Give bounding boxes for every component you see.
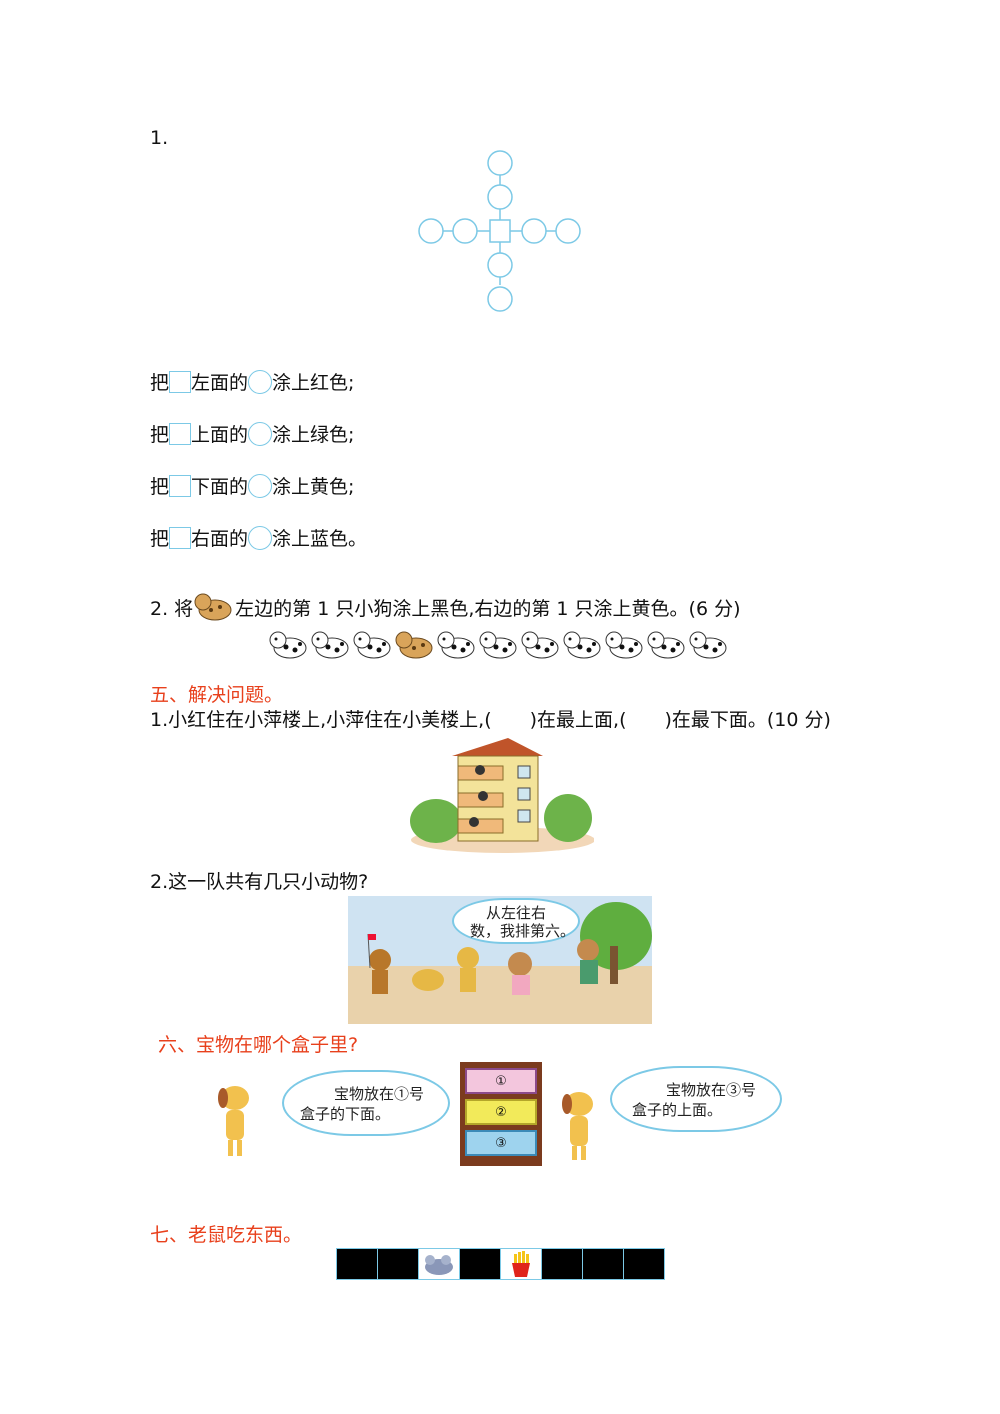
grid-cell [377,1248,419,1280]
square-icon [169,422,192,445]
spotted-dog-icon [689,631,727,659]
circle-left-1 [418,218,444,244]
circle-top-2 [487,184,513,210]
spotted-dog-icon [311,631,349,659]
food-cell [500,1248,542,1280]
grid-cell [541,1248,583,1280]
square-icon [169,526,192,549]
circle-bottom-1 [487,252,513,278]
speech-bubble-right: 宝物放在③号 盒子的上面。 [610,1066,782,1132]
mouse-cell [418,1248,460,1280]
circle-right-2 [555,218,581,244]
cross-diagram [418,150,581,312]
section-7-title: 七、老鼠吃东西。 [150,1224,303,1246]
speech-bubble-six: 从左往右 数，我排第六。 [452,898,580,944]
section-5-title: 五、解决问题。 [150,684,284,706]
speech-bubble-left: 宝物放在①号 盒子的下面。 [282,1070,450,1136]
box-3: ③ [465,1130,537,1156]
shelf: ① ② ③ [460,1062,542,1166]
square-icon [169,370,192,393]
item-number-1: 1. [150,127,169,149]
circle-top-1 [487,150,513,176]
coloring-line-3: 把下面的涂上黄色; [150,472,354,499]
circle-right-1 [521,218,547,244]
spotted-dog-icon [521,631,559,659]
brown-dog-icon [395,631,433,659]
apartment-building-picture [410,738,594,853]
mouse-icon [425,1255,453,1275]
grid-cell [623,1248,665,1280]
dog-left-icon [218,1086,249,1156]
dog-row [268,626,730,662]
spotted-dog-icon [437,631,475,659]
coloring-line-4: 把右面的涂上蓝色。 [150,524,367,551]
grid-cell [336,1248,378,1280]
circle-bottom-2 [487,286,513,312]
dog-right-icon [562,1092,593,1160]
brown-dog-icon [194,593,232,621]
circle-icon [248,473,273,498]
spotted-dog-icon [647,631,685,659]
circle-icon [248,525,273,550]
spotted-dog-icon [269,631,307,659]
spotted-dog-icon [563,631,601,659]
dog-task-line: 2. 将 左边的第 1 只小狗涂上黑色,右边的第 1 只涂上黄色。(6 分) [150,590,741,624]
coloring-line-2: 把上面的涂上绿色; [150,420,354,447]
question-1: 1.小红住在小萍楼上,小萍住在小美楼上,( )在最上面,( )在最下面。(10 … [150,709,831,731]
spotted-dog-icon [353,631,391,659]
grid-cell [459,1248,501,1280]
animal-queue-picture [348,896,652,1024]
square-icon [169,474,192,497]
circle-icon [248,369,273,394]
fries-icon [512,1251,530,1277]
coloring-line-1: 把左面的涂上红色; [150,368,354,395]
section-6-title: 六、宝物在哪个盒子里? [158,1034,359,1056]
circle-left-2 [452,218,478,244]
grid-cell [582,1248,624,1280]
spotted-dog-icon [605,631,643,659]
question-2: 2.这一队共有几只小动物? [150,871,369,893]
circle-icon [248,421,273,446]
center-square [489,219,511,243]
spotted-dog-icon [479,631,517,659]
box-2: ② [465,1099,537,1125]
box-1: ① [465,1068,537,1094]
